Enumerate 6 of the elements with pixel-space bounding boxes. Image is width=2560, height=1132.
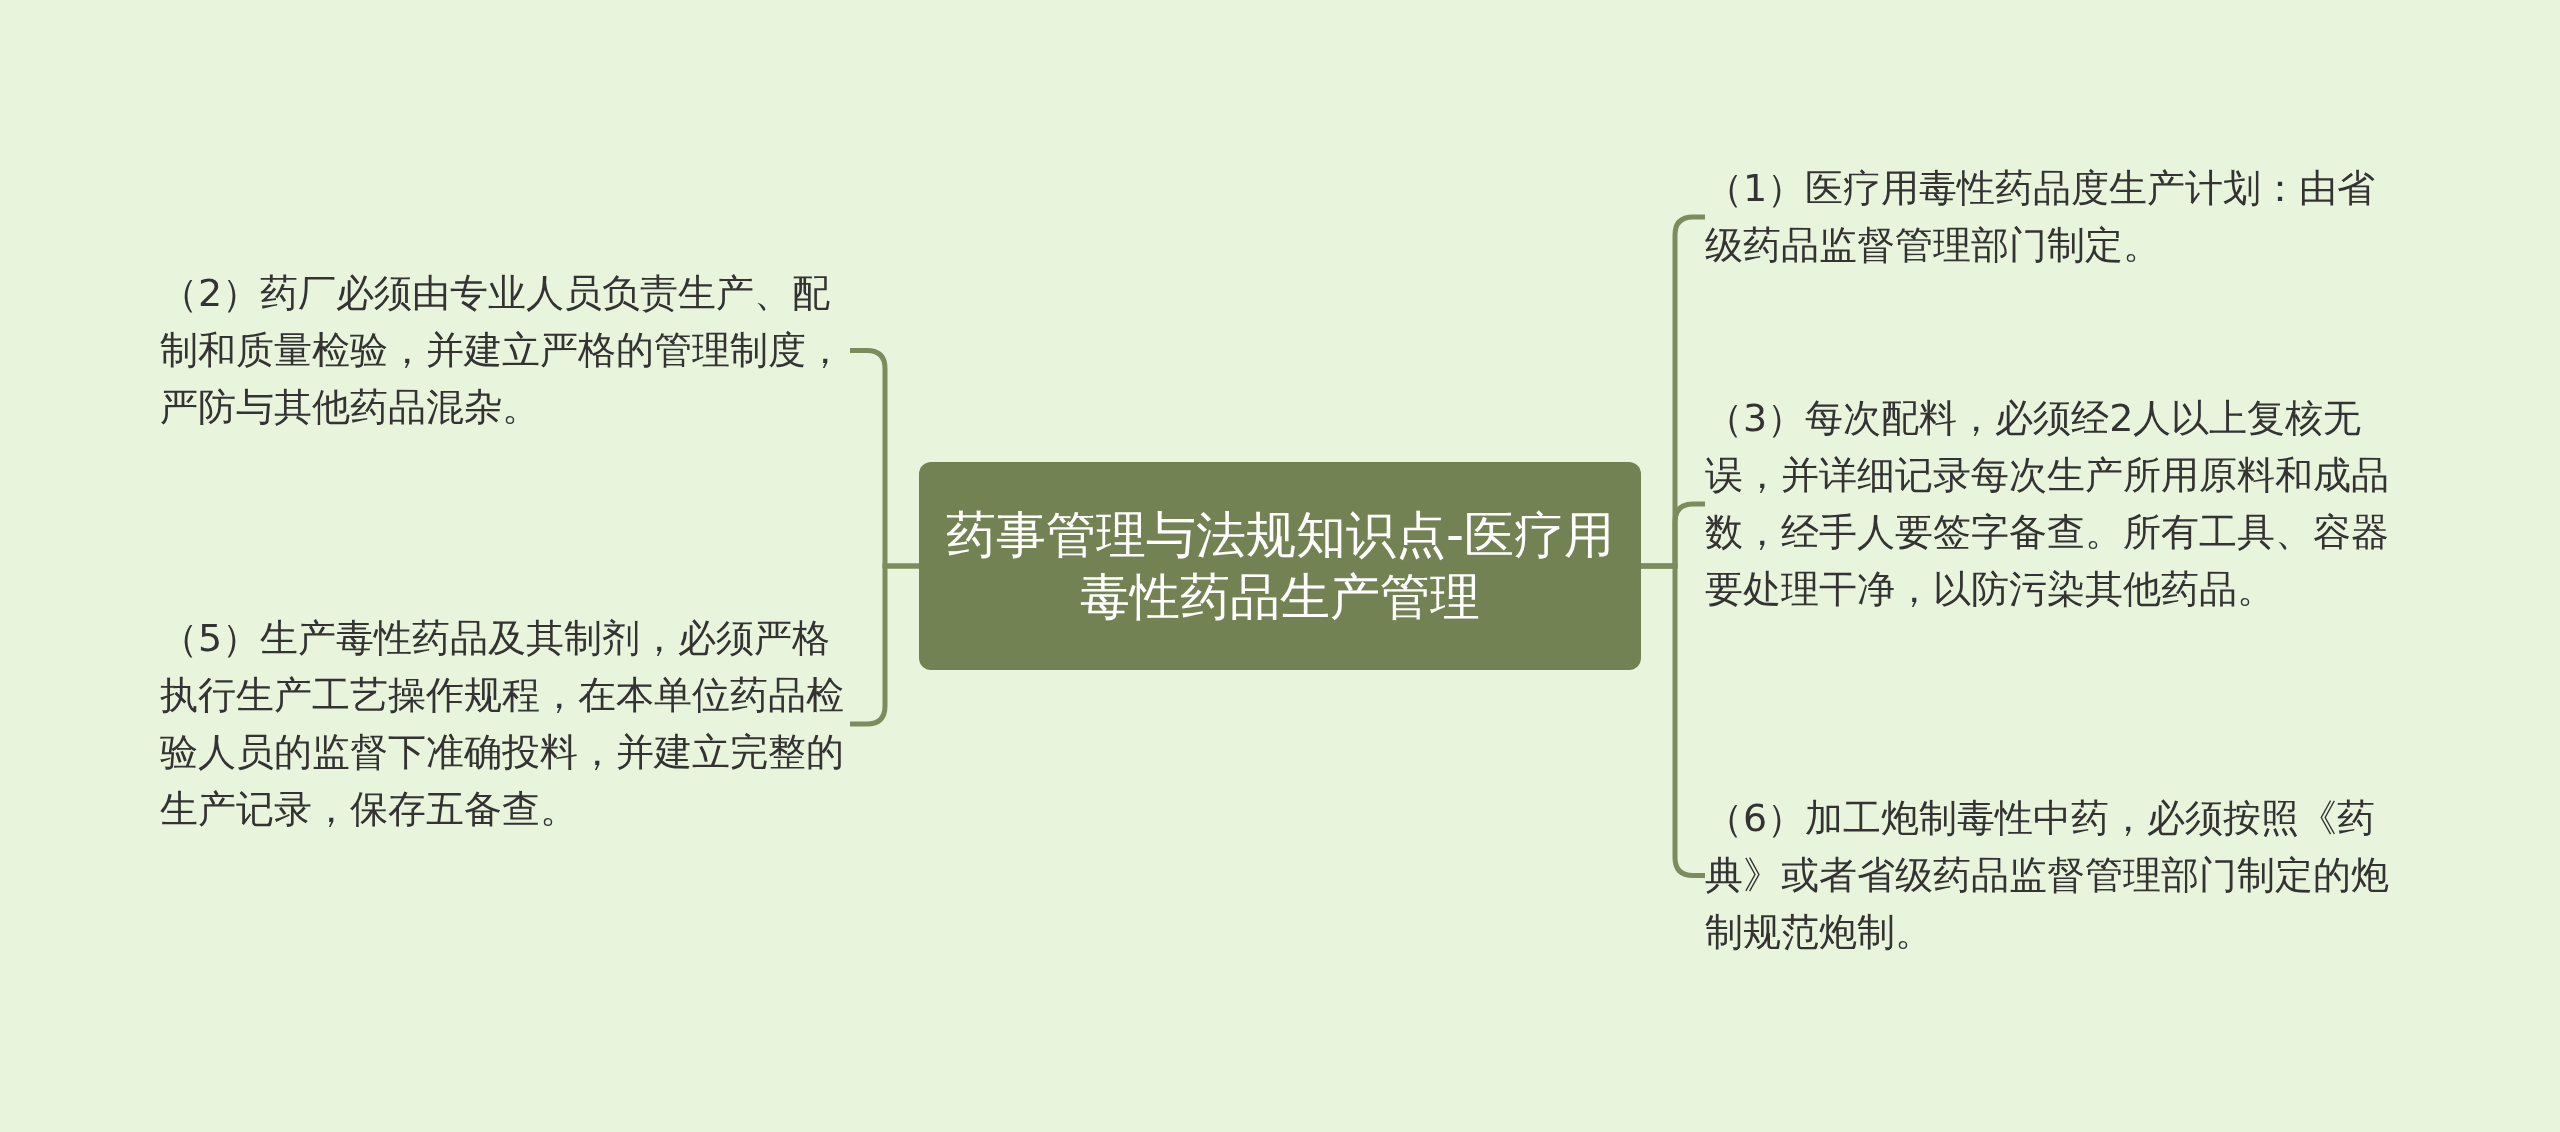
branch-text: （6）加工炮制毒性中药，必须按照《药典》或者省级药品监督管理部门制定的炮制规范炮制。 [1705,790,2395,961]
central-topic-box: 药事管理与法规知识点-医疗用毒性药品生产管理 [919,462,1641,670]
branch-text: （5）生产毒性药品及其制剂，必须严格执行生产工艺操作规程，在本单位药品检验人员的监督下准确投料，并建立完整的生产记录，保存五备查。 [160,610,850,838]
branch-text: （2）药厂必须由专业人员负责生产、配制和质量检验，并建立严格的管理制度，严防与其他药品混杂。 [160,265,850,436]
branch-text: （1）医疗用毒性药品度生产计划：由省级药品监督管理部门制定。 [1705,160,2395,274]
branch-text: （3）每次配料，必须经2人以上复核无误，并详细记录每次生产所用原料和成品数，经手人要签字备查。所有工具、容器要处理干净，以防污染其他药品。 [1705,390,2395,618]
